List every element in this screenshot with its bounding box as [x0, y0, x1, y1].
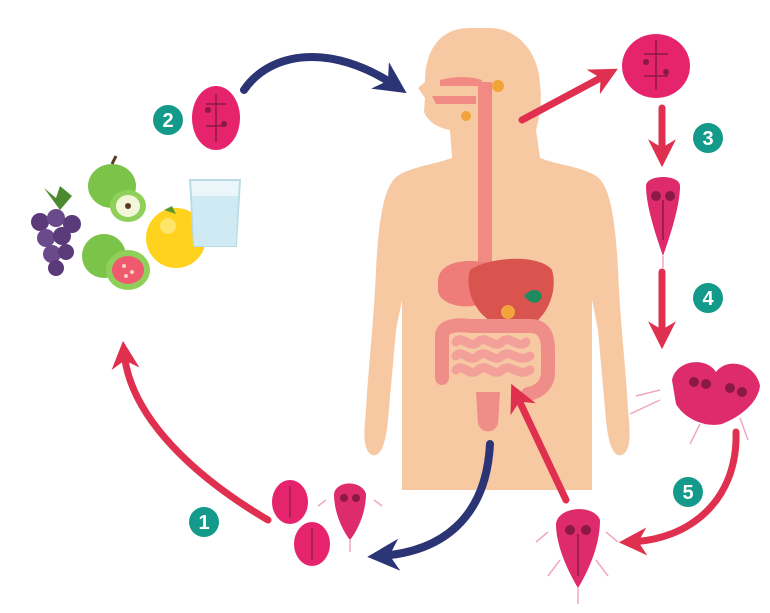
arrows: [111, 53, 740, 571]
mouth-cavity: [432, 96, 476, 104]
step-number-2: 2: [162, 110, 173, 132]
arrow-ingestion: [240, 53, 407, 94]
excysting-cyst-icon: [622, 34, 690, 98]
arrow-to-stomach-cyst: [518, 68, 618, 124]
cyst-icon: [192, 86, 240, 150]
step-number-4: 4: [702, 288, 714, 310]
excreted-cysts-icon: [272, 480, 383, 566]
step-badge-3: 3: [693, 123, 723, 153]
rectum: [476, 392, 500, 432]
liver: [468, 258, 554, 329]
salivary-gland: [492, 80, 504, 92]
grapes-icon: [31, 186, 81, 276]
food-group: [31, 155, 242, 290]
trophozoite-icon: [646, 177, 680, 268]
step-badge-1: 1: [189, 507, 219, 537]
human-body-icon: [364, 28, 630, 490]
large-intestine: [435, 318, 555, 401]
water-glass-icon: [188, 179, 242, 247]
dividing-trophozoite-icon: [629, 362, 760, 445]
apple-icon: [88, 155, 146, 222]
step-badge-2: 2: [153, 105, 183, 135]
step-number-3: 3: [702, 128, 713, 150]
small-intestine: [451, 335, 535, 377]
step-badge-4: 4: [693, 283, 723, 313]
arrow-to-trophozoite: [618, 428, 740, 556]
arrow-encystation: [510, 383, 570, 504]
pancreas: [501, 305, 515, 319]
arrow-excretion: [367, 440, 494, 571]
salivary-gland-2: [461, 111, 471, 121]
esophagus: [478, 82, 492, 268]
grapefruit-icon: [146, 206, 206, 268]
step-number-1: 1: [198, 512, 209, 534]
step-number-5: 5: [682, 482, 693, 504]
guava-icon: [82, 234, 150, 290]
nasal-cavity: [440, 77, 482, 86]
step-badge-5: 5: [673, 477, 703, 507]
trophozoite-bottom-icon: [535, 509, 619, 604]
body-silhouette: [364, 28, 630, 490]
arrow-contamination: [111, 340, 272, 524]
gallbladder: [524, 290, 542, 303]
